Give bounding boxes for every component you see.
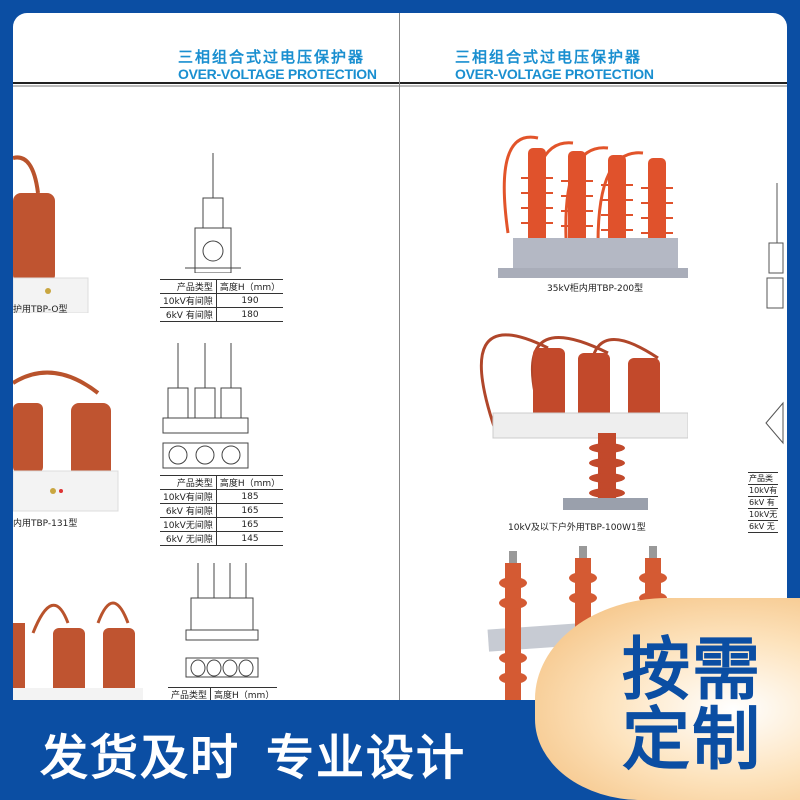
caption-tbp-o: 护用TBP-O型 [13, 305, 68, 315]
arrester-tbp-o-image [13, 155, 89, 313]
slogan-fast-delivery: 发货及时 [40, 730, 241, 786]
table-header-row: 产品类型高度H（mm） [160, 279, 284, 294]
arrester-four-phase-image [13, 601, 143, 703]
arrester-tbp-200-image [498, 135, 688, 278]
dimension-drawing-3 [185, 563, 259, 678]
partial-table-right: 产品类 10kV有 6kV 有 10kV无 6kV 无 [748, 472, 779, 533]
arrester-tbp-100w1-image [479, 333, 688, 510]
custom-badge: 按需 定制 [622, 631, 763, 780]
dimension-drawing-2 [162, 343, 249, 469]
arrester-tbp-131-image [13, 370, 119, 512]
table-row: 6kV 无 [748, 520, 779, 533]
partial-drawing-right [765, 183, 784, 445]
custom-badge-background [535, 598, 800, 800]
caption-tbp-100w1: 10kV及以下户外用TBP-100W1型 [508, 523, 646, 533]
header-rule [13, 82, 787, 84]
table-header-row: 产品类型高度H（mm） [160, 475, 284, 490]
left-page-title: 三相组合式过电压保护器 OVER-VOLTAGE PROTECTION [178, 48, 377, 82]
page-fold [399, 13, 400, 703]
right-page-title: 三相组合式过电压保护器 OVER-VOLTAGE PROTECTION [455, 48, 654, 82]
table-row: 10kV有 [748, 484, 779, 497]
table-row: 6kV 有 [748, 496, 779, 509]
dimension-drawing-1 [185, 153, 241, 273]
table-row: 产品类 [748, 472, 779, 485]
table-row: 10kV无 [748, 508, 779, 521]
slogan: 发货及时专业设计 [40, 718, 492, 788]
caption-tbp-131: 内用TBP-131型 [13, 519, 78, 529]
caption-tbp-200: 35kV柜内用TBP-200型 [547, 284, 644, 294]
slogan-professional-design: 专业设计 [266, 730, 467, 786]
header-rule-shadow [13, 85, 787, 87]
